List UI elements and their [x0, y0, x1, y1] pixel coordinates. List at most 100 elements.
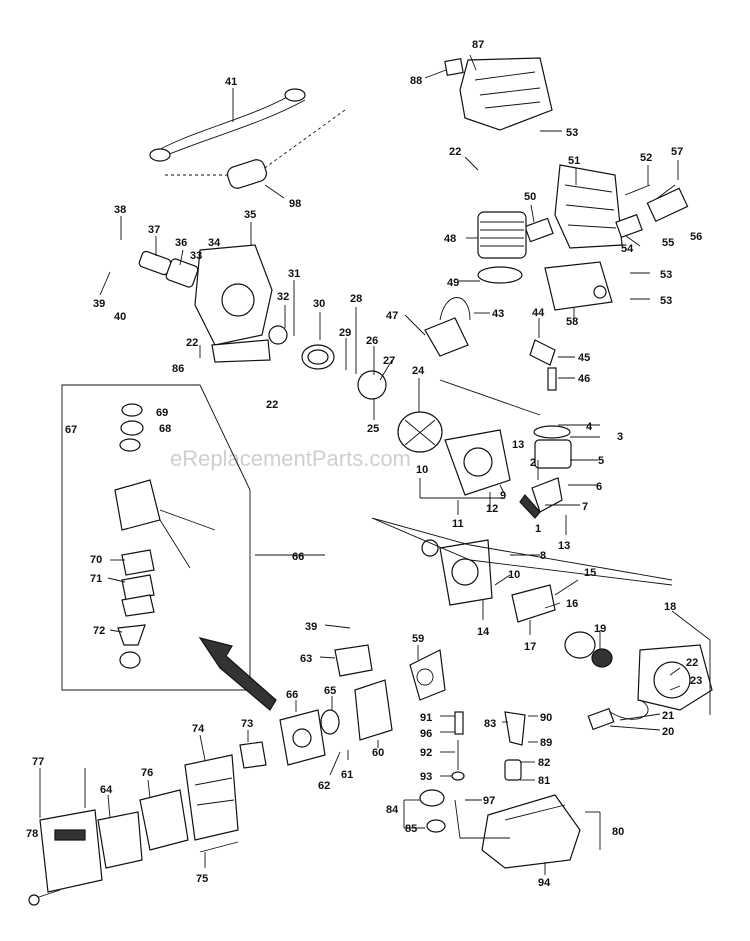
part-number: 32	[277, 291, 289, 303]
part-number: 25	[367, 423, 379, 435]
part-number: 74	[192, 723, 205, 735]
part-number: 47	[386, 310, 398, 322]
part-number: 98	[289, 198, 301, 210]
part-number: 28	[350, 293, 362, 305]
part-number: 78	[26, 828, 38, 840]
part-number: 76	[141, 767, 153, 779]
part-number: 26	[366, 335, 378, 347]
part-number: 75	[196, 873, 208, 885]
part-number: 56	[690, 231, 702, 243]
part-number: 18	[664, 601, 676, 613]
part-number: 66	[286, 689, 298, 701]
part-number: 52	[640, 152, 652, 164]
part-number: 14	[477, 626, 490, 638]
part-number: 19	[594, 623, 606, 635]
part-number: 68	[159, 423, 171, 435]
part-number: 87	[472, 39, 484, 51]
part-number: 94	[538, 877, 551, 889]
part-number: 10	[416, 464, 428, 476]
part-number: 51	[568, 155, 580, 167]
part-number: 41	[225, 76, 237, 88]
part-number: 73	[241, 718, 253, 730]
part-number: 30	[313, 298, 325, 310]
part-number: 37	[148, 224, 160, 236]
part-number: 36	[175, 237, 187, 249]
part-number: 50	[524, 191, 536, 203]
part-number: 27	[383, 355, 395, 367]
part-number: 24	[412, 365, 425, 377]
part-number: 54	[621, 243, 634, 255]
part-number: 53	[660, 295, 672, 307]
part-number: 91	[420, 712, 432, 724]
part-number: 57	[671, 146, 683, 158]
part-number: 5	[598, 455, 604, 467]
part-number: 88	[410, 75, 422, 87]
part-number: 61	[341, 769, 353, 781]
part-number: 53	[660, 269, 672, 281]
part-number: 69	[156, 407, 168, 419]
part-number: 3	[617, 431, 623, 443]
part-number: 7	[582, 501, 588, 513]
part-number: 62	[318, 780, 330, 792]
part-number: 80	[612, 826, 624, 838]
part-number: 21	[662, 710, 674, 722]
leader-lines	[39, 54, 711, 875]
part-number: 82	[538, 757, 550, 769]
part-number: 35	[244, 209, 256, 221]
part-number: 17	[524, 641, 536, 653]
part-number: 53	[566, 127, 578, 139]
part-number: 38	[114, 204, 126, 216]
part-number: 71	[90, 573, 102, 585]
part-number: 4	[586, 421, 593, 433]
part-number: 10	[508, 569, 520, 581]
part-number: 65	[324, 685, 336, 697]
part-number: 40	[114, 311, 126, 323]
part-number: 84	[386, 804, 399, 816]
part-number: 77	[32, 756, 44, 768]
part-number: 8	[540, 550, 546, 562]
part-number: 66	[292, 551, 304, 563]
part-number: 70	[90, 554, 102, 566]
part-number: 58	[566, 316, 578, 328]
part-number: 12	[486, 503, 498, 515]
part-number: 9	[500, 490, 506, 502]
part-number: 49	[447, 277, 459, 289]
part-number: 22	[449, 146, 461, 158]
part-number: 13	[512, 439, 524, 451]
part-number: 15	[584, 567, 596, 579]
part-number: 2	[530, 457, 536, 469]
part-number: 89	[540, 737, 552, 749]
part-number: 85	[405, 823, 417, 835]
part-number: 60	[372, 747, 384, 759]
part-number: 72	[93, 625, 105, 637]
part-number: 23	[690, 675, 702, 687]
part-number: 1	[535, 523, 541, 535]
part-number: 39	[305, 621, 317, 633]
watermark: eReplacementParts.com	[170, 446, 411, 471]
part-number: 11	[452, 518, 464, 530]
part-number: 45	[578, 352, 590, 364]
part-number: 96	[420, 728, 432, 740]
part-number: 55	[662, 237, 674, 249]
part-number: 90	[540, 712, 552, 724]
part-number: 92	[420, 747, 432, 759]
part-number: 6	[596, 481, 602, 493]
part-number-labels: 41 87 88 53 98 22 52 57 51 50 38 35 37 3…	[26, 39, 702, 889]
part-drawings	[28, 57, 713, 906]
part-number: 22	[186, 337, 198, 349]
part-number: 48	[444, 233, 456, 245]
part-number: 97	[483, 795, 495, 807]
part-number: 46	[578, 373, 590, 385]
part-number: 22	[266, 399, 278, 411]
part-number: 33	[190, 250, 202, 262]
part-number: 59	[412, 633, 424, 645]
part-number: 86	[172, 363, 184, 375]
part-number: 13	[558, 540, 570, 552]
part-number: 20	[662, 726, 674, 738]
part-number: 31	[288, 268, 300, 280]
part-number: 64	[100, 784, 113, 796]
part-number: 34	[208, 237, 221, 249]
part-number: 39	[93, 298, 105, 310]
part-number: 43	[492, 308, 504, 320]
